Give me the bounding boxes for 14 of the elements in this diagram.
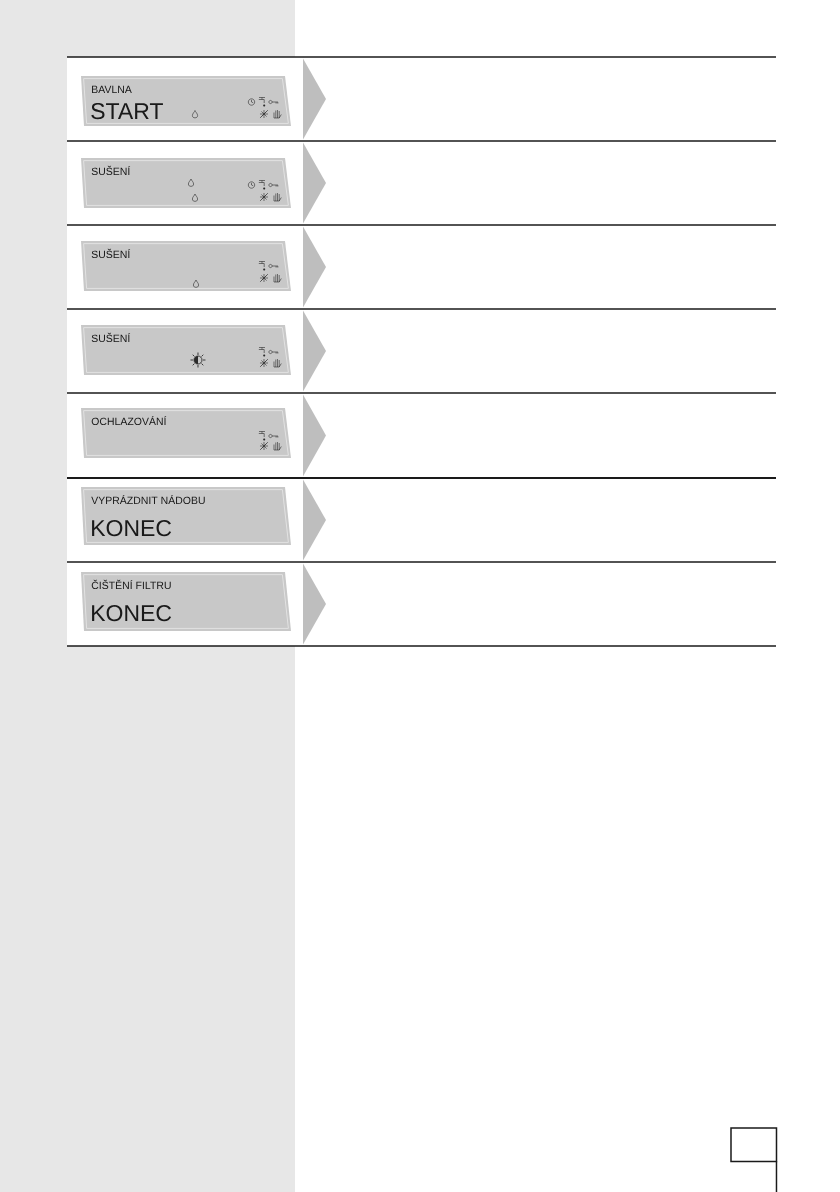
lcd-display: SUŠENÍ [81,158,291,208]
lcd-display: ČIŠTĚNÍ FILTRU KONEC [81,572,291,631]
lcd-display: SUŠENÍ [81,241,291,291]
chevron-arrow [303,226,326,308]
chevron-arrow [303,310,326,392]
chevron-arrow [303,394,326,477]
chevron-arrow [303,563,326,645]
lcd-display: SUŠENÍ [81,325,291,375]
lcd-display: OCHLAZOVÁNÍ [81,408,291,458]
chevron-arrow [303,58,326,140]
lcd-display: BAVLNA START [81,76,291,126]
chevron-arrow [303,479,326,561]
lcd-display: VYPRÁZDNIT NÁDOBU KONEC [81,487,291,545]
chevron-arrow [303,142,326,224]
